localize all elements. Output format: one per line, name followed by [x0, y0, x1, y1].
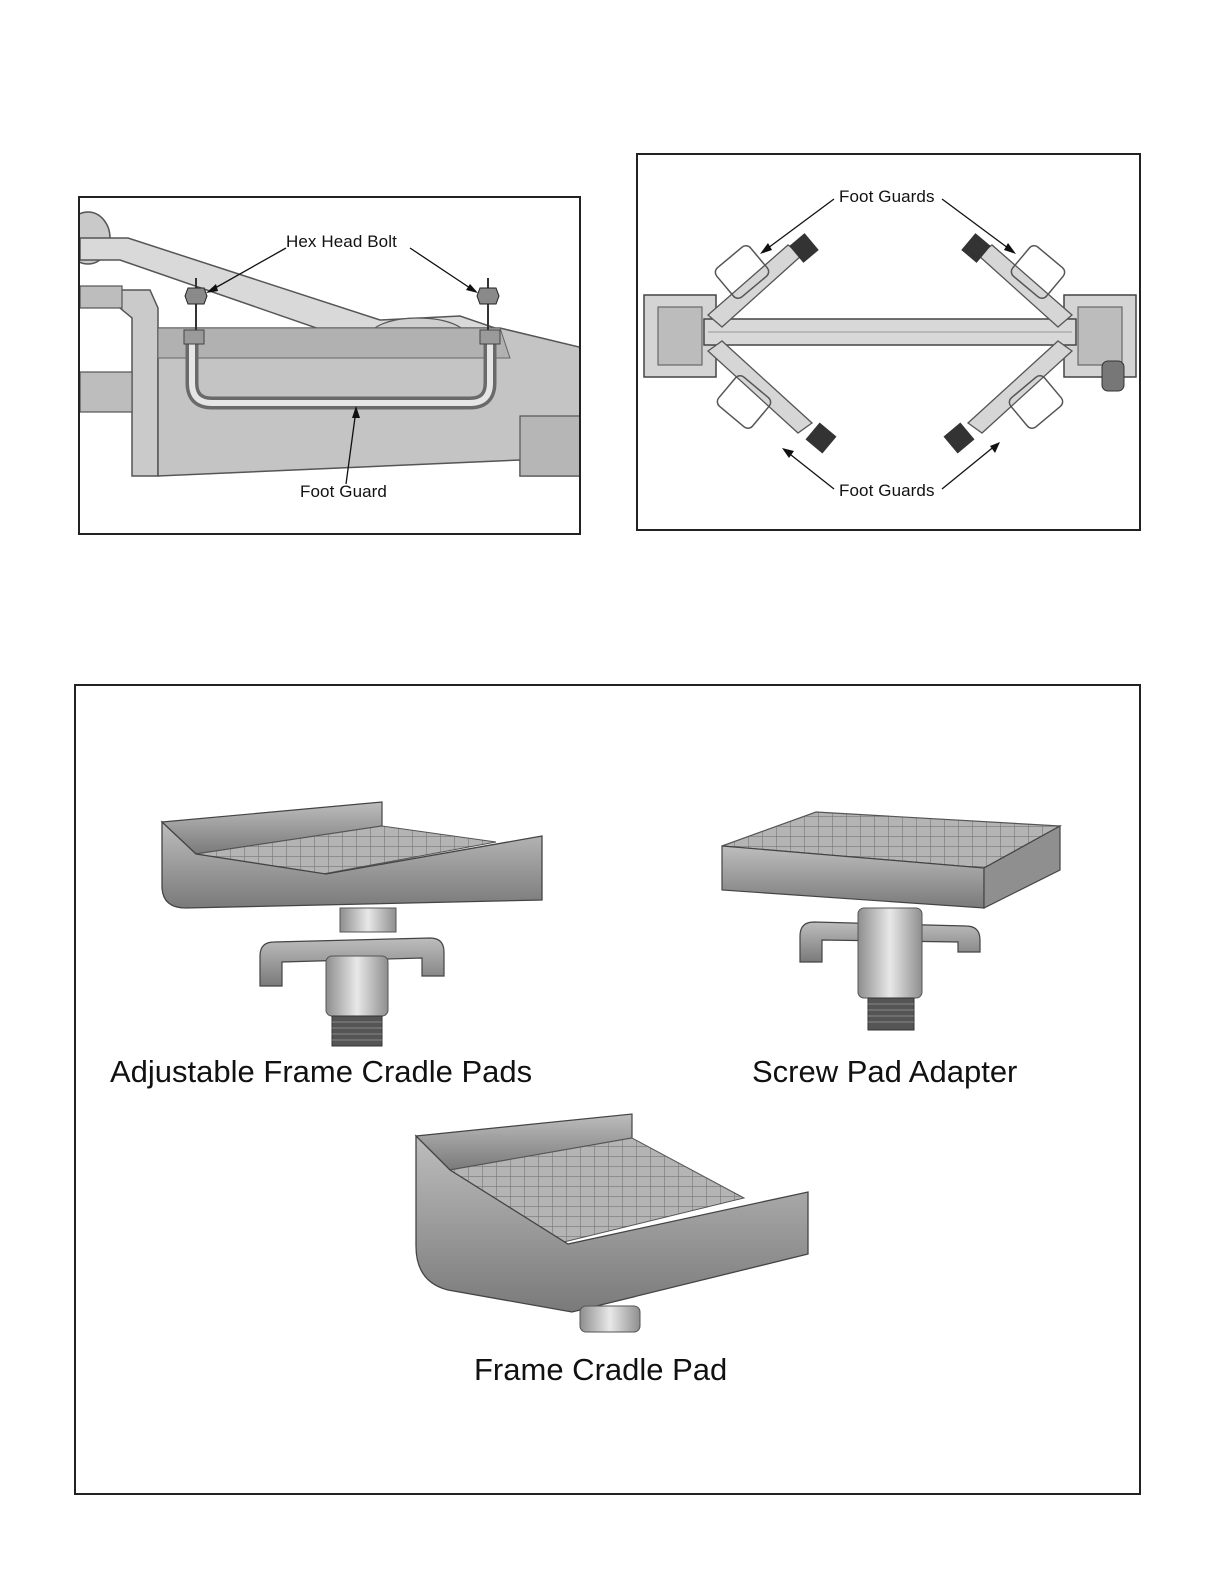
adjustable-frame-cradle-pads-caption: Adjustable Frame Cradle Pads	[110, 1054, 532, 1090]
frame-cradle-stem	[580, 1306, 640, 1332]
foot-guard-closeup-figure: Hex Head Bolt Foot Guard	[78, 196, 581, 535]
lift-top-view-drawing	[638, 155, 1141, 531]
guards-arrow-top-left	[760, 243, 772, 254]
guards-arrow-top-right	[1004, 243, 1016, 254]
foot-guards-bottom-callout: Foot Guards	[839, 481, 935, 501]
lift-top-view-figure: Foot Guards Foot Guards	[636, 153, 1141, 531]
arm-rear-right-body	[968, 341, 1072, 433]
adjustable-base-cylinder	[326, 956, 388, 1016]
left-post-carriage	[658, 307, 702, 365]
pad-rear-right	[944, 423, 975, 454]
bolt-arrow-right	[466, 284, 478, 293]
foot-guard-callout: Foot Guard	[300, 482, 387, 502]
frame-cradle-pad	[416, 1114, 808, 1332]
pad-accessories-figure: Adjustable Frame Cradle Pads Screw Pad A…	[74, 684, 1141, 1495]
screw-pad-cylinder	[858, 908, 922, 998]
beam-top-face	[158, 328, 510, 358]
foot-guards-top-callout: Foot Guards	[839, 187, 935, 207]
arm-rear-left	[708, 341, 836, 453]
beam-end-block	[520, 416, 581, 476]
adjustable-stem	[340, 908, 396, 932]
screw-pad-adapter-caption: Screw Pad Adapter	[752, 1054, 1017, 1090]
left-hex-head-bolt	[185, 288, 207, 304]
adjustable-frame-cradle-pad	[162, 802, 542, 1046]
guards-leader-bottom-left	[786, 451, 834, 489]
frame-cradle-pad-caption: Frame Cradle Pad	[474, 1352, 727, 1388]
bolt-leader-right	[410, 248, 476, 292]
right-bracket	[480, 330, 500, 344]
screw-pad-adapter	[722, 812, 1060, 1030]
post-bracket	[80, 286, 122, 308]
guards-arrow-bottom-right	[990, 442, 1000, 453]
left-bracket	[184, 330, 204, 344]
right-hex-head-bolt	[477, 288, 499, 304]
power-unit-motor	[1102, 361, 1124, 391]
screw-pad-thread	[868, 998, 914, 1030]
pad-rear-left	[806, 423, 837, 454]
adjustable-thread	[332, 1016, 382, 1046]
arm-rear-left-body	[708, 341, 812, 433]
left-bar	[80, 372, 132, 412]
right-post-carriage	[1078, 307, 1122, 365]
arm-front-right	[961, 233, 1072, 327]
hex-head-bolt-callout: Hex Head Bolt	[286, 232, 397, 252]
arm-rear-right	[944, 341, 1072, 453]
arm-front-left	[708, 233, 819, 327]
guards-leader-bottom-right	[942, 445, 996, 489]
